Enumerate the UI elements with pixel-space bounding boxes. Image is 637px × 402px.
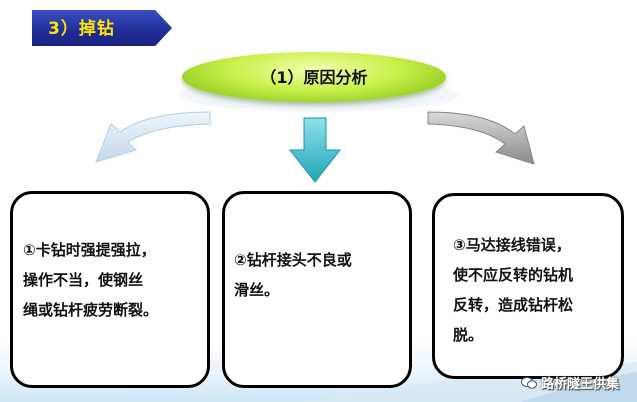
center-node-label: （1）原因分析 [260,68,368,87]
arrow-center [288,117,342,183]
cause-box-1: ①卡钻时强提强拉， 操作不当，使钢丝 绳或钻杆疲劳断裂。 [10,191,210,388]
section-title: 3）掉钻 [48,19,115,39]
watermark-text: 路桥隧王供集 [540,377,619,392]
cause-text-2: ②钻杆接头不良或 滑丝。 [234,251,352,299]
cause-box-3: ③马达接线错误， 使不应反转的钻机 反转，造成钻杆松 脱。 [432,193,624,379]
section-banner [32,10,172,46]
cause-text-3: ③马达接线错误， 使不应反转的钻机 反转，造成钻杆松 脱。 [453,236,574,344]
arrow-right [427,111,535,165]
watermark: 路桥隧王供集 [520,373,619,392]
cause-box-2: ②钻杆接头不良或 滑丝。 [222,191,412,388]
arrow-left [95,111,211,163]
cause-text-1: ①卡钻时强提强拉， 操作不当，使钢丝 绳或钻杆疲劳断裂。 [23,241,159,319]
chat-bubble-icon [520,376,537,389]
center-node [182,52,446,102]
